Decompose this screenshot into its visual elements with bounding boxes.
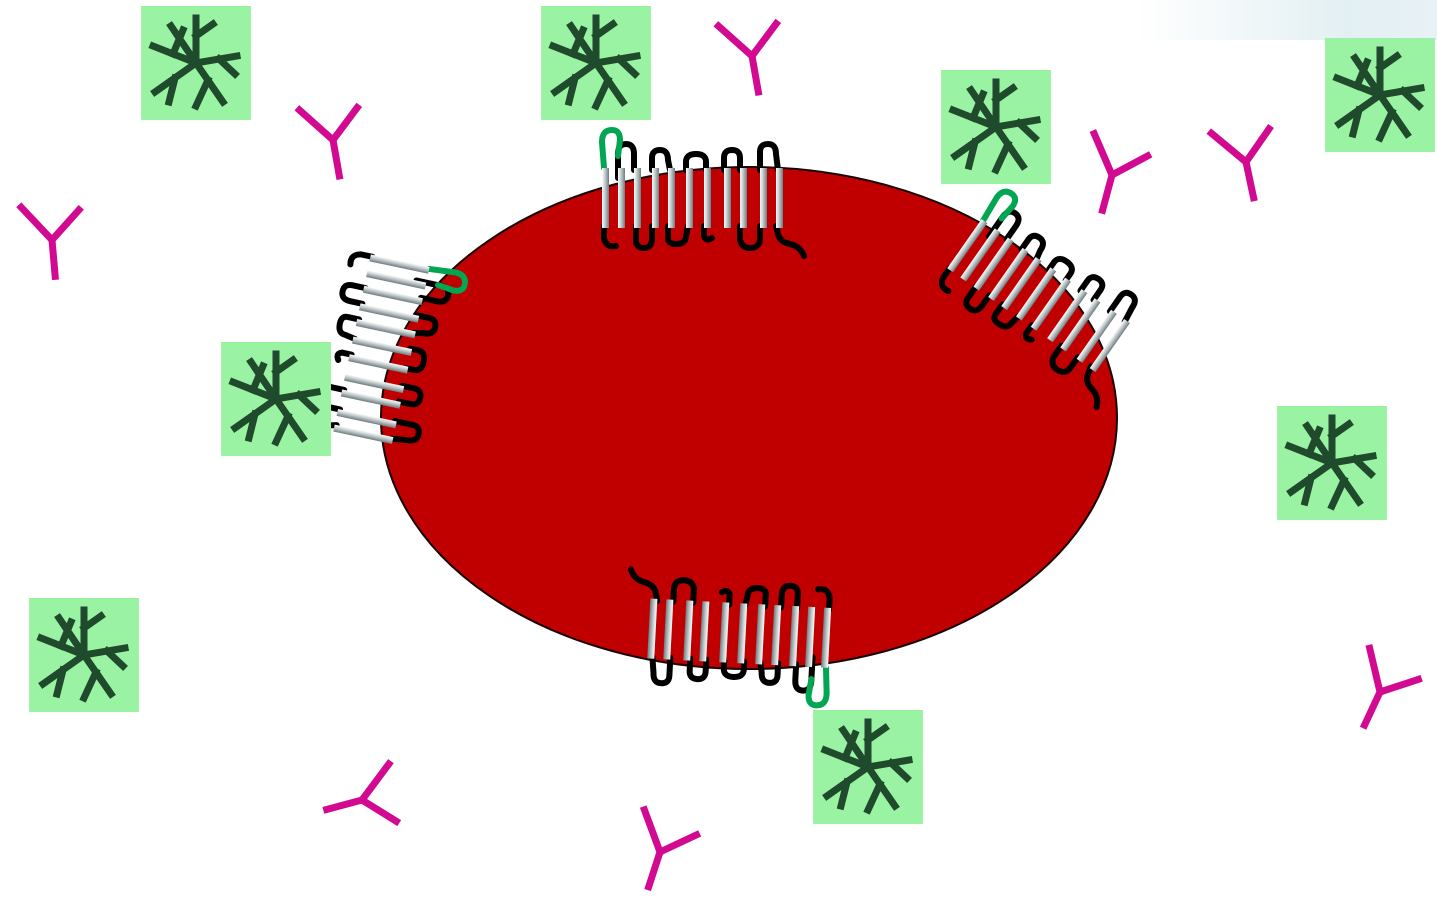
antibody bbox=[316, 761, 407, 841]
antibody bbox=[297, 97, 372, 185]
antigen-tile bbox=[813, 710, 923, 824]
antibody bbox=[1336, 645, 1425, 742]
antigen-tile bbox=[141, 6, 251, 120]
antibody bbox=[19, 199, 88, 282]
antibody bbox=[1209, 118, 1286, 207]
antigen-tile bbox=[29, 598, 139, 712]
antigen-tile bbox=[941, 70, 1051, 184]
antibody bbox=[1073, 131, 1153, 222]
antibody bbox=[716, 13, 791, 101]
antigen-tile bbox=[1325, 38, 1435, 152]
antigen-tile bbox=[541, 6, 651, 120]
antibody bbox=[619, 807, 702, 900]
antigen-tile bbox=[221, 342, 331, 456]
antigen-tile bbox=[1277, 406, 1387, 520]
